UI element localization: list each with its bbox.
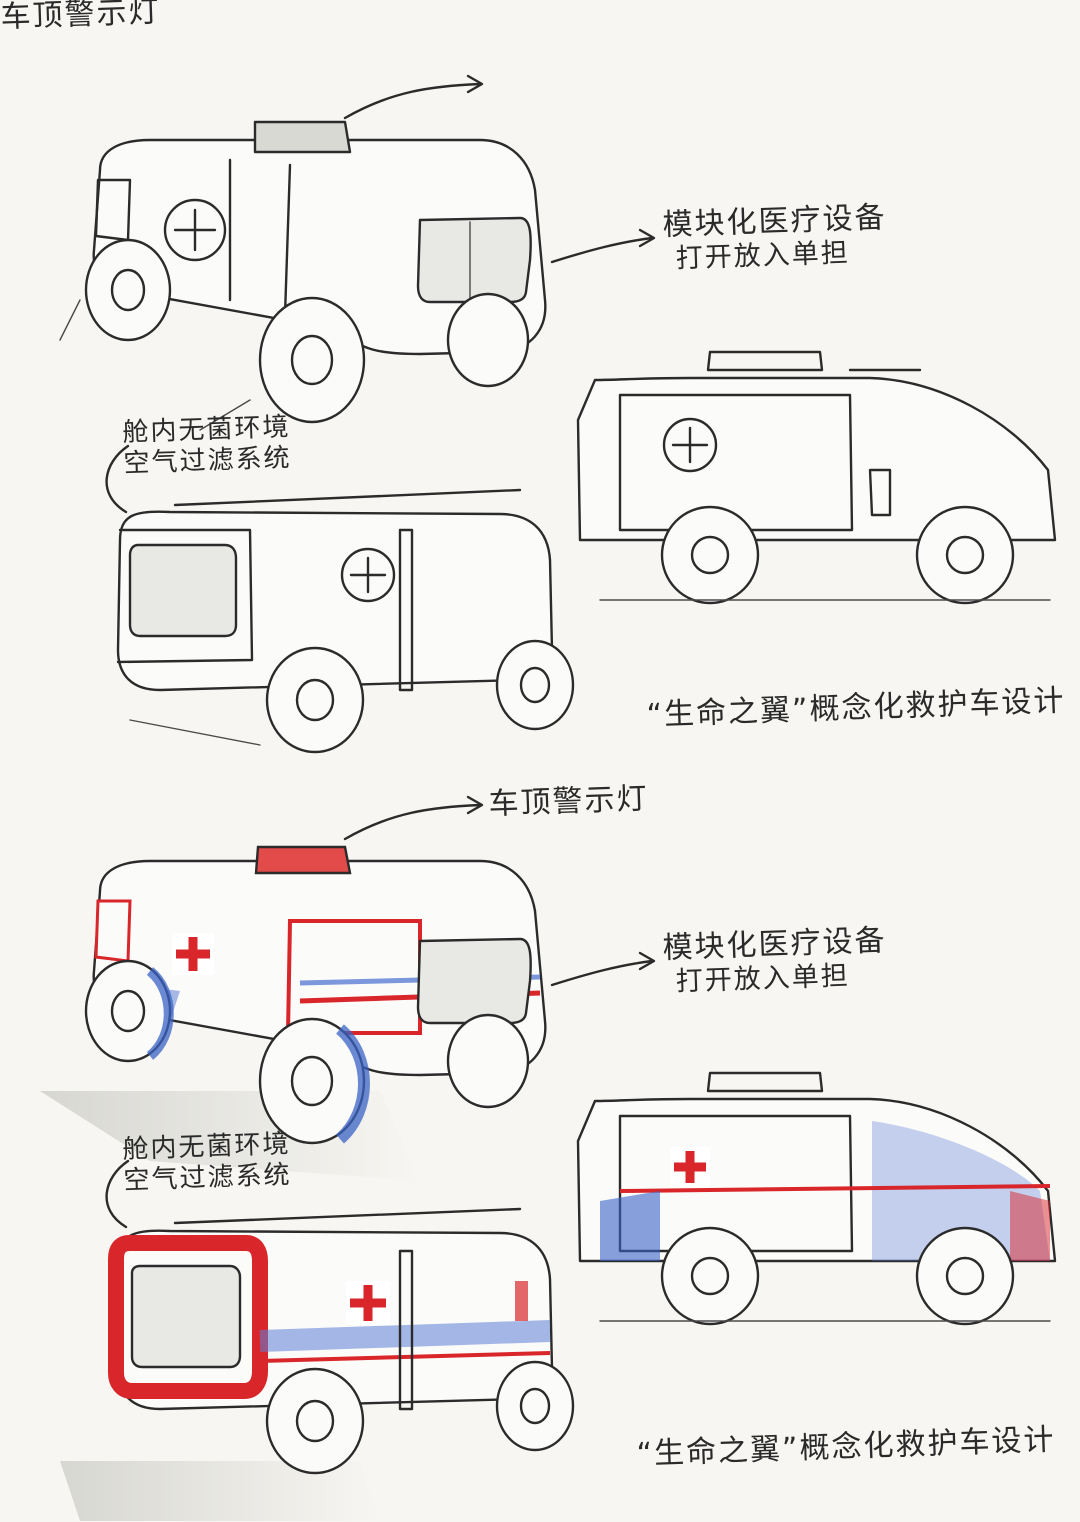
vehicle-front-three-quarter-sketch xyxy=(59,120,547,431)
medical-cross-icon xyxy=(674,1151,706,1183)
cabin-environment-annotation-colored: 舱内无菌环境 空气过滤系统 xyxy=(122,1129,292,1197)
colored-sketch-artwork xyxy=(40,795,1057,1521)
medical-cross-icon xyxy=(350,1285,386,1321)
vehicle-front-three-quarter-colored xyxy=(84,845,547,1145)
modular-equipment-annotation-colored: 模块化医疗设备 打开放入单担 xyxy=(662,923,888,999)
arrow-icon xyxy=(550,236,654,264)
vehicle-rear-three-quarter-sketch xyxy=(116,488,575,754)
medical-cross-icon xyxy=(662,417,718,473)
arrow-icon xyxy=(550,959,654,987)
modular-equipment-annotation: 模块化医疗设备 打开放入单担 xyxy=(662,200,888,276)
medical-cross-icon xyxy=(163,198,227,262)
arrow-icon xyxy=(343,803,482,841)
arrow-icon xyxy=(343,82,482,120)
arrow-icon xyxy=(105,1159,130,1229)
vehicle-rear-three-quarter-colored xyxy=(108,1207,575,1475)
arrow-icon xyxy=(105,444,130,514)
roof-warning-light-icon xyxy=(254,845,352,875)
colored-sketch-panel: 车顶警示灯 模块化医疗设备 打开放入单担 舱内无菌环境 空气过滤系统 “生命之翼… xyxy=(0,761,1080,1522)
medical-cross-icon xyxy=(340,547,396,603)
pencil-sketch-artwork xyxy=(59,74,1057,754)
medical-cross-icon xyxy=(176,937,210,971)
cabin-environment-line-2: 空气过滤系统 xyxy=(123,443,293,480)
pencil-sketch-panel: 车顶警示灯 模块化医疗设备 打开放入单担 舱内无菌环境 空气过滤系统 “生命之翼… xyxy=(0,0,1066,754)
roof-light-annotation: 车顶警示灯 xyxy=(0,0,162,35)
roof-light-annotation-colored: 车顶警示灯 xyxy=(488,781,650,822)
cabin-environment-line-2-colored: 空气过滤系统 xyxy=(123,1160,293,1197)
roof-warning-light-icon xyxy=(253,120,352,154)
cabin-environment-annotation: 舱内无菌环境 空气过滤系统 xyxy=(122,412,292,480)
vehicle-side-view-colored xyxy=(576,1071,1057,1326)
vehicle-side-view-sketch xyxy=(576,350,1057,605)
